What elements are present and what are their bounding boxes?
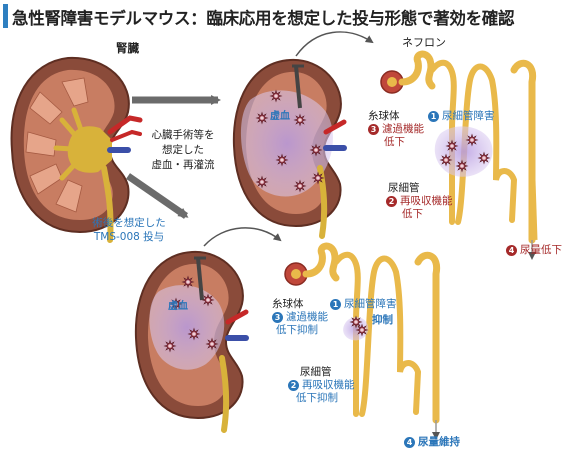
- ischemia-caption-line3: 虚血・再灌流: [151, 159, 215, 171]
- top-tubule-label: 尿細管: [388, 182, 420, 194]
- ischemia-tag-bottom: 虚血: [168, 301, 188, 312]
- bottom-item4-number: 4: [404, 437, 415, 448]
- bottom-item2-line1: 再吸収機能: [302, 379, 355, 391]
- top-item3-line1: 濾過機能: [382, 123, 424, 135]
- injury-marker: [255, 175, 269, 189]
- injury-marker: [163, 339, 177, 353]
- injury-marker: [309, 143, 323, 157]
- page-title: 急性腎障害モデルマウス：臨床応用を想定した投与形態で著効を確認: [12, 9, 515, 28]
- bottom-item1-suffix: 抑制: [372, 314, 393, 326]
- injury-marker: [275, 153, 289, 167]
- bottom-glomerulus-label: 糸球体: [272, 298, 304, 310]
- injury-marker: [293, 179, 307, 193]
- bottom-item2-number: 2: [288, 380, 299, 391]
- nephron-damaged: [380, 50, 538, 260]
- top-item3-number: 3: [368, 124, 379, 135]
- injury-marker: [355, 323, 369, 337]
- nephron-protected: [284, 242, 441, 440]
- treatment-caption-line2: TMS-008 投与: [93, 231, 165, 243]
- ischemia-caption: 心臓手術等を 想定した 虚血・再灌流: [138, 128, 228, 173]
- kidney-healthy: [10, 56, 143, 243]
- ischemia-tag-top: 虚血: [270, 111, 290, 122]
- top-item4-text: 尿量低下: [520, 244, 562, 256]
- injury-marker: [205, 337, 219, 351]
- bottom-item3-number: 3: [272, 312, 283, 323]
- top-item1-text: 尿細管障害: [442, 110, 495, 122]
- top-item2-line1: 再吸収機能: [400, 195, 453, 207]
- top-item2-number: 2: [386, 196, 397, 207]
- treatment-caption: 術後を想定した TMS-008 投与: [74, 216, 184, 244]
- top-item1-number: 1: [428, 111, 439, 122]
- bottom-item4-text: 尿量維持: [418, 436, 460, 448]
- zoom-arrow-top: [295, 31, 374, 57]
- ischemia-caption-line1: 心臓手術等を: [151, 129, 215, 141]
- top-item4-number: 4: [506, 245, 517, 256]
- bottom-item1-text: 尿細管障害: [344, 298, 397, 310]
- zoom-arrow-bottom: [203, 227, 282, 247]
- bottom-item3-line1: 濾過機能: [286, 311, 328, 323]
- title-accent-bar: [3, 4, 8, 28]
- kidney-label: 腎臓: [116, 41, 139, 55]
- injury-marker: [201, 293, 215, 307]
- injury-marker: [269, 89, 283, 103]
- top-item3-line2-wrap: 低下: [384, 136, 405, 148]
- injury-marker: [465, 133, 479, 147]
- injury-marker: [349, 315, 363, 329]
- bottom-item1-number: 1: [330, 299, 341, 310]
- injury-marker: [169, 297, 183, 311]
- injury-marker: [293, 113, 307, 127]
- treatment-caption-line1: 術後を想定した: [92, 217, 166, 229]
- bottom-item3-line2-wrap: 低下抑制: [276, 324, 318, 336]
- injury-marker: [187, 327, 201, 341]
- injury-marker: [311, 171, 325, 185]
- injury-marker: [439, 153, 453, 167]
- injury-marker: [445, 139, 459, 153]
- nephron-label: ネフロン: [402, 36, 446, 49]
- injury-marker: [477, 151, 491, 165]
- injury-marker: [181, 275, 195, 289]
- kidney-damaged: [232, 58, 347, 239]
- top-item2-line2-wrap: 低下: [402, 208, 423, 220]
- arrow-to-treatment: [126, 173, 189, 219]
- bottom-item2-line2-wrap: 低下抑制: [296, 392, 338, 404]
- ischemia-caption-line2: 想定した: [162, 144, 204, 156]
- top-glomerulus-label: 糸球体: [368, 110, 400, 122]
- bottom-tubule-label: 尿細管: [300, 366, 332, 378]
- injury-marker: [255, 111, 269, 125]
- injury-marker: [455, 159, 469, 173]
